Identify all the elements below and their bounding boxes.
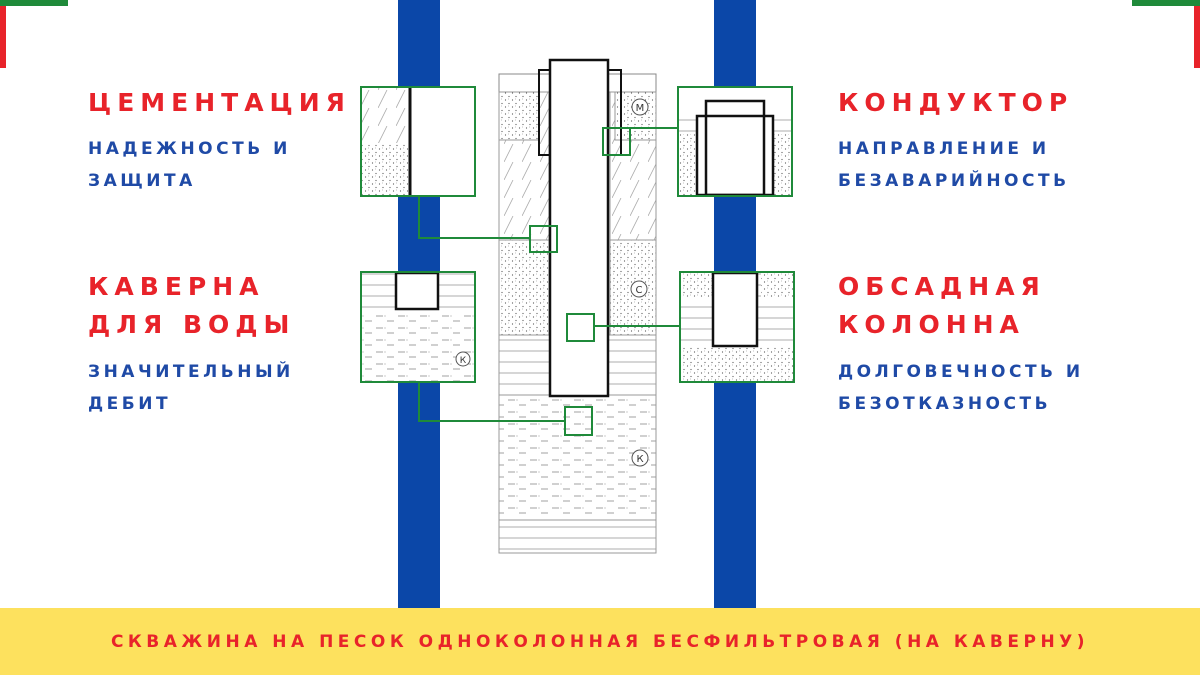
cavern-subtitle: ЗНАЧИТЕЛЬНЫЙ ДЕБИТ [88,362,294,414]
connector-cavern [418,382,565,422]
soil-marker-m-label: М [636,103,645,114]
zoom-cavern-marker-label: К [460,356,467,366]
cementation-subtitle: НАДЕЖНОСТЬ И ЗАЩИТА [88,139,291,191]
corner-accent-top-right [1132,0,1200,68]
zoom-box-cavern: К [360,271,476,383]
corner-accent-red [1194,6,1200,68]
cavern-title: КАВЕРНА ДЛЯ ВОДЫ [88,272,296,339]
conductor-title: КОНДУКТОР [838,88,1074,117]
marker-conductor [602,127,631,156]
soil-marker-m: М [631,98,649,116]
corner-accent-green [0,0,68,6]
zoom-box-conductor [677,86,793,197]
soil-marker-k-label: К [636,454,643,465]
casing-subtitle: ДОЛГОВЕЧНОСТЬ И БЕЗОТКАЗНОСТЬ [838,362,1084,414]
casing-title: ОБСАДНАЯ КОЛОННА [838,272,1046,339]
connector-cementation [418,196,530,239]
callout-connectors [418,127,680,422]
zoom-box-casing [679,271,795,383]
well-column [498,58,657,554]
footer-title: СКВАЖИНА НА ПЕСОК ОДНОКОЛОННАЯ БЕСФИЛЬТР… [110,631,1090,652]
corner-accent-top-left [0,0,68,68]
callout-markers [529,127,631,436]
conductor-subtitle: НАПРАВЛЕНИЕ И БЕЗАВАРИЙНОСТЬ [838,139,1070,191]
marker-casing [566,313,595,342]
corner-accent-green [1132,0,1200,6]
soil-marker-k: К [631,449,649,467]
marker-cavern [564,406,593,436]
zoom-box-cementation [360,86,476,197]
well-diagram: М С К [360,58,795,554]
cementation-title: ЦЕМЕНТАЦИЯ [88,88,351,117]
corner-accent-red [0,6,6,68]
footer-banner: СКВАЖИНА НА ПЕСОК ОДНОКОЛОННАЯ БЕСФИЛЬТР… [0,608,1200,675]
soil-marker-c: С [630,280,648,298]
marker-cementation [529,225,558,253]
soil-marker-c-label: С [636,285,643,296]
